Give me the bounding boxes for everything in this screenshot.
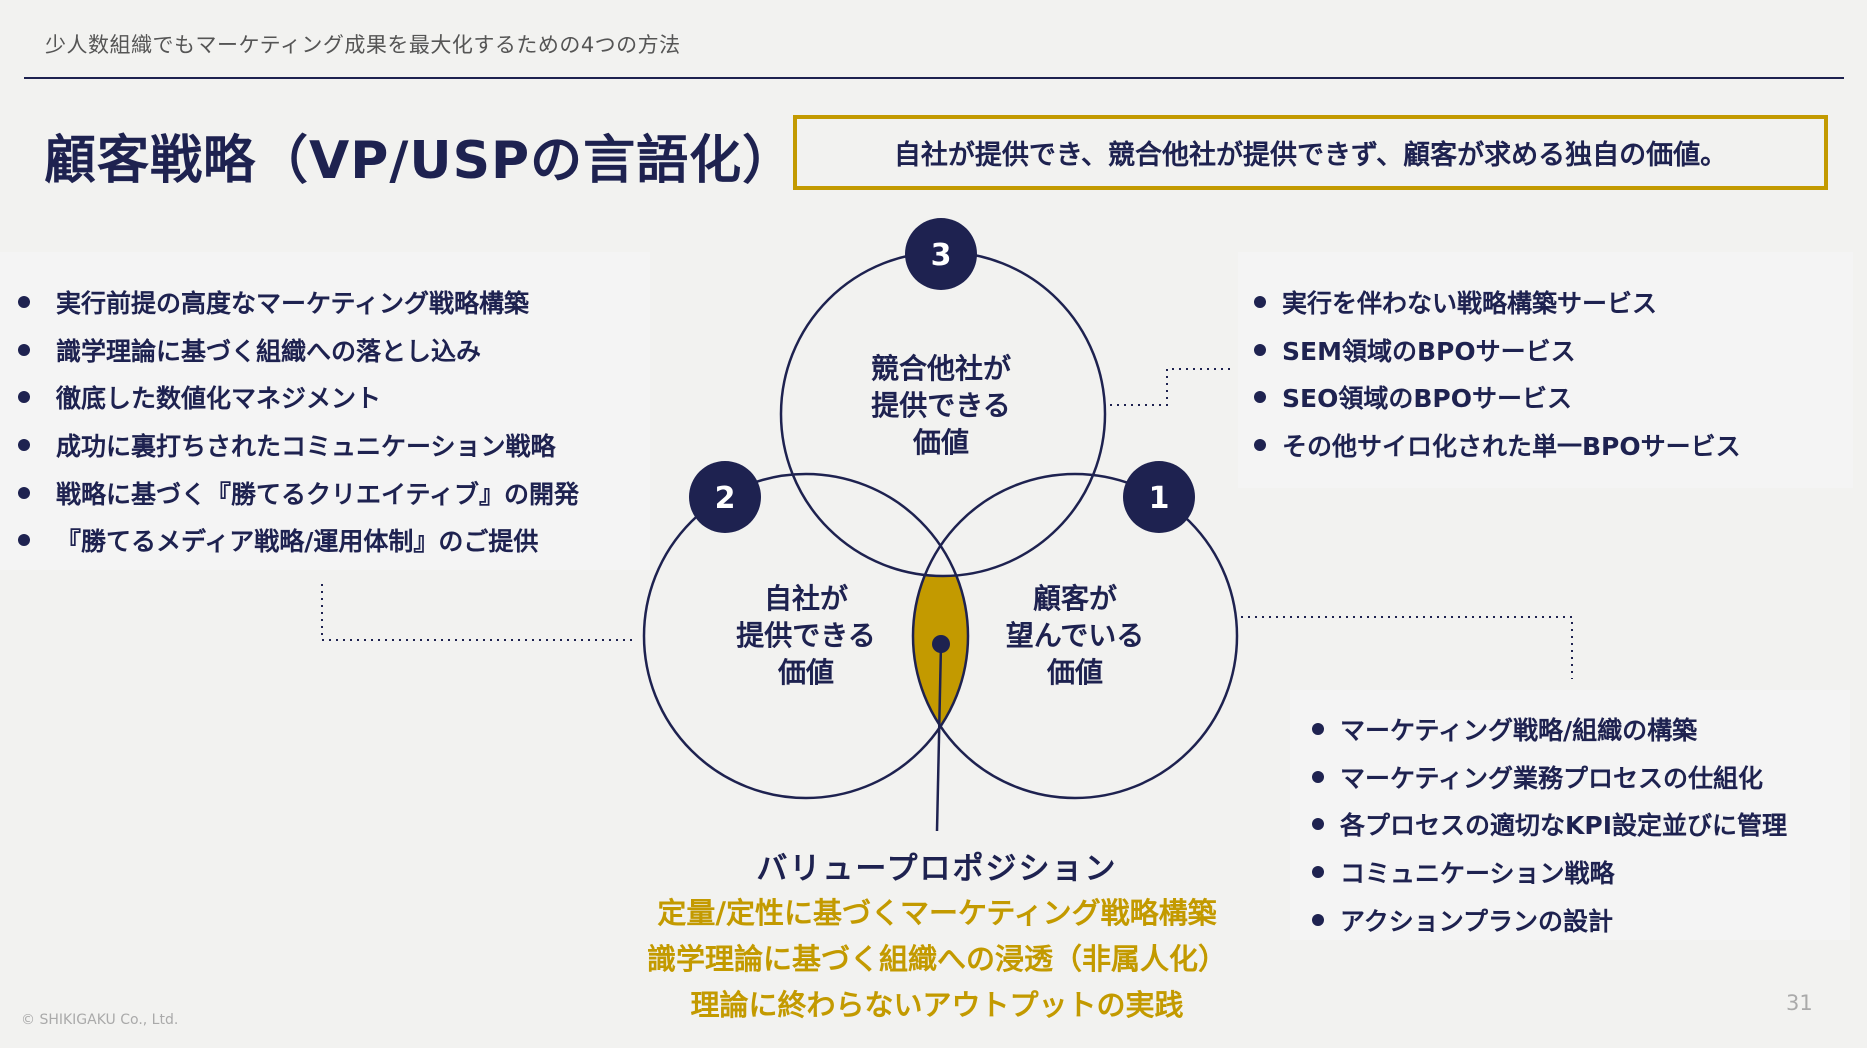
label-line: 自社が xyxy=(763,582,848,615)
list-item: 『勝てるメディア戦略/運用体制』のご提供 xyxy=(18,516,579,564)
list-item: 各プロセスの適切なKPI設定並びに管理 xyxy=(1312,800,1787,848)
pointer-line xyxy=(935,643,943,832)
bullet-icon xyxy=(1312,722,1324,735)
list-item-text: 徹底した数値化マネジメント xyxy=(56,384,382,414)
customer-label: 顧客が 望んでいる 価値 xyxy=(955,580,1195,691)
customer-needs-list: マーケティング戦略/組織の構築 マーケティング業務プロセスの仕組化 各プロセスの… xyxy=(1312,705,1787,943)
list-item: SEM領域のBPOサービス xyxy=(1254,326,1741,374)
label-line: 価値 xyxy=(777,656,834,689)
connector-customer xyxy=(1241,616,1573,679)
connector-company xyxy=(321,584,637,641)
left-panel xyxy=(0,252,650,570)
value-proposition-line: 定量/定性に基づくマーケティング戦略構築 xyxy=(657,896,1217,930)
right-top-panel xyxy=(1238,252,1853,488)
list-item-text: SEO領域のBPOサービス xyxy=(1282,384,1572,414)
list-item: アクションプランの設計 xyxy=(1312,896,1787,944)
page-title: 顧客戦略（VP/USPの言語化） xyxy=(44,131,796,191)
bullet-icon xyxy=(1254,438,1266,451)
value-proposition-title: バリュープロポジション xyxy=(756,851,1118,887)
label-line: 提供できる xyxy=(736,619,876,652)
bullet-icon xyxy=(18,343,30,356)
list-item: 成功に裏打ちされたコミュニケーション戦略 xyxy=(18,421,579,469)
list-item-text: SEM領域のBPOサービス xyxy=(1282,336,1576,366)
list-item-text: 成功に裏打ちされたコミュニケーション戦略 xyxy=(56,431,556,461)
list-item-text: 戦略に基づく『勝てるクリエイティブ』の開発 xyxy=(56,479,580,509)
list-item-text: 実行を伴わない戦略構築サービス xyxy=(1282,288,1658,318)
list-item-text: マーケティング業務プロセスの仕組化 xyxy=(1340,763,1764,793)
list-item: 戦略に基づく『勝てるクリエイティブ』の開発 xyxy=(18,469,579,517)
value-proposition-line: 理論に終わらないアウトプットの実践 xyxy=(690,988,1184,1022)
bullet-icon xyxy=(1312,913,1324,926)
deck-subtitle: 少人数組織でもマーケティング成果を最大化するための4つの方法 xyxy=(45,33,681,57)
bullet-icon xyxy=(1312,818,1324,831)
definition-text: 自社が提供でき、競合他社が提供できず、顧客が求める独自の価値。 xyxy=(893,140,1728,171)
bullet-icon xyxy=(1254,391,1266,404)
list-item-text: 実行前提の高度なマーケティング戦略構築 xyxy=(56,288,530,318)
value-proposition-line: 識学理論に基づく組織への浸透（非属人化） xyxy=(646,942,1227,976)
list-item-text: 『勝てるメディア戦略/運用体制』のご提供 xyxy=(56,527,539,557)
bullet-icon xyxy=(18,534,30,547)
label-line: 競合他社が xyxy=(870,352,1011,385)
list-item-text: その他サイロ化された単一BPOサービス xyxy=(1282,431,1741,461)
company-circle xyxy=(642,472,970,800)
bullet-icon xyxy=(1312,770,1324,783)
label-line: 提供できる xyxy=(871,389,1011,422)
label-line: 価値 xyxy=(1046,656,1103,689)
list-item: コミュニケーション戦略 xyxy=(1312,848,1787,896)
bullet-icon xyxy=(1312,865,1324,878)
page-number: 31 xyxy=(1786,991,1813,1015)
bullet-icon xyxy=(18,486,30,499)
list-item: マーケティング戦略/組織の構築 xyxy=(1312,705,1787,753)
header-divider xyxy=(24,77,1844,79)
company-strengths-list: 実行前提の高度なマーケティング戦略構築 識学理論に基づく組織への落とし込み 徹底… xyxy=(18,278,579,564)
list-item: マーケティング業務プロセスの仕組化 xyxy=(1312,753,1787,801)
badge-1-number: 1 xyxy=(1149,481,1170,516)
competitor-services-list: 実行を伴わない戦略構築サービス SEM領域のBPOサービス SEO領域のBPOサ… xyxy=(1254,278,1741,469)
label-line: 価値 xyxy=(912,426,969,459)
connector-competitor xyxy=(1110,368,1233,406)
list-item: 実行を伴わない戦略構築サービス xyxy=(1254,278,1741,326)
list-item-text: 識学理論に基づく組織への落とし込み xyxy=(56,336,482,366)
value-proposition-lines: 定量/定性に基づくマーケティング戦略構築 識学理論に基づく組織への浸透（非属人化… xyxy=(537,890,1337,1028)
badge-3-number: 3 xyxy=(931,238,952,273)
list-item: その他サイロ化された単一BPOサービス xyxy=(1254,421,1741,469)
list-item: 識学理論に基づく組織への落とし込み xyxy=(18,326,579,374)
bullet-icon xyxy=(18,438,30,451)
bullet-icon xyxy=(1254,295,1266,308)
list-item: 徹底した数値化マネジメント xyxy=(18,373,579,421)
list-item: SEO領域のBPOサービス xyxy=(1254,373,1741,421)
badge-2-number: 2 xyxy=(715,481,736,516)
definition-box: 自社が提供でき、競合他社が提供できず、顧客が求める独自の価値。 xyxy=(793,115,1828,190)
list-item-text: マーケティング戦略/組織の構築 xyxy=(1340,715,1698,745)
label-line: 望んでいる xyxy=(1005,619,1145,652)
bullet-icon xyxy=(18,391,30,404)
badge-1: 1 xyxy=(1123,461,1195,533)
bullet-icon xyxy=(1254,343,1266,356)
badge-2: 2 xyxy=(689,461,761,533)
customer-circle xyxy=(911,472,1239,800)
list-item: 実行前提の高度なマーケティング戦略構築 xyxy=(18,278,579,326)
copyright: © SHIKIGAKU Co., Ltd. xyxy=(21,1012,179,1028)
list-item-text: アクションプランの設計 xyxy=(1340,906,1614,936)
competitor-label: 競合他社が 提供できる 価値 xyxy=(821,350,1061,461)
company-label: 自社が 提供できる 価値 xyxy=(686,580,926,691)
list-item-text: 各プロセスの適切なKPI設定並びに管理 xyxy=(1340,811,1787,841)
bullet-icon xyxy=(18,295,30,308)
label-line: 顧客が xyxy=(1032,582,1117,615)
right-bottom-panel xyxy=(1290,690,1850,940)
badge-3: 3 xyxy=(905,218,977,290)
list-item-text: コミュニケーション戦略 xyxy=(1340,858,1615,888)
